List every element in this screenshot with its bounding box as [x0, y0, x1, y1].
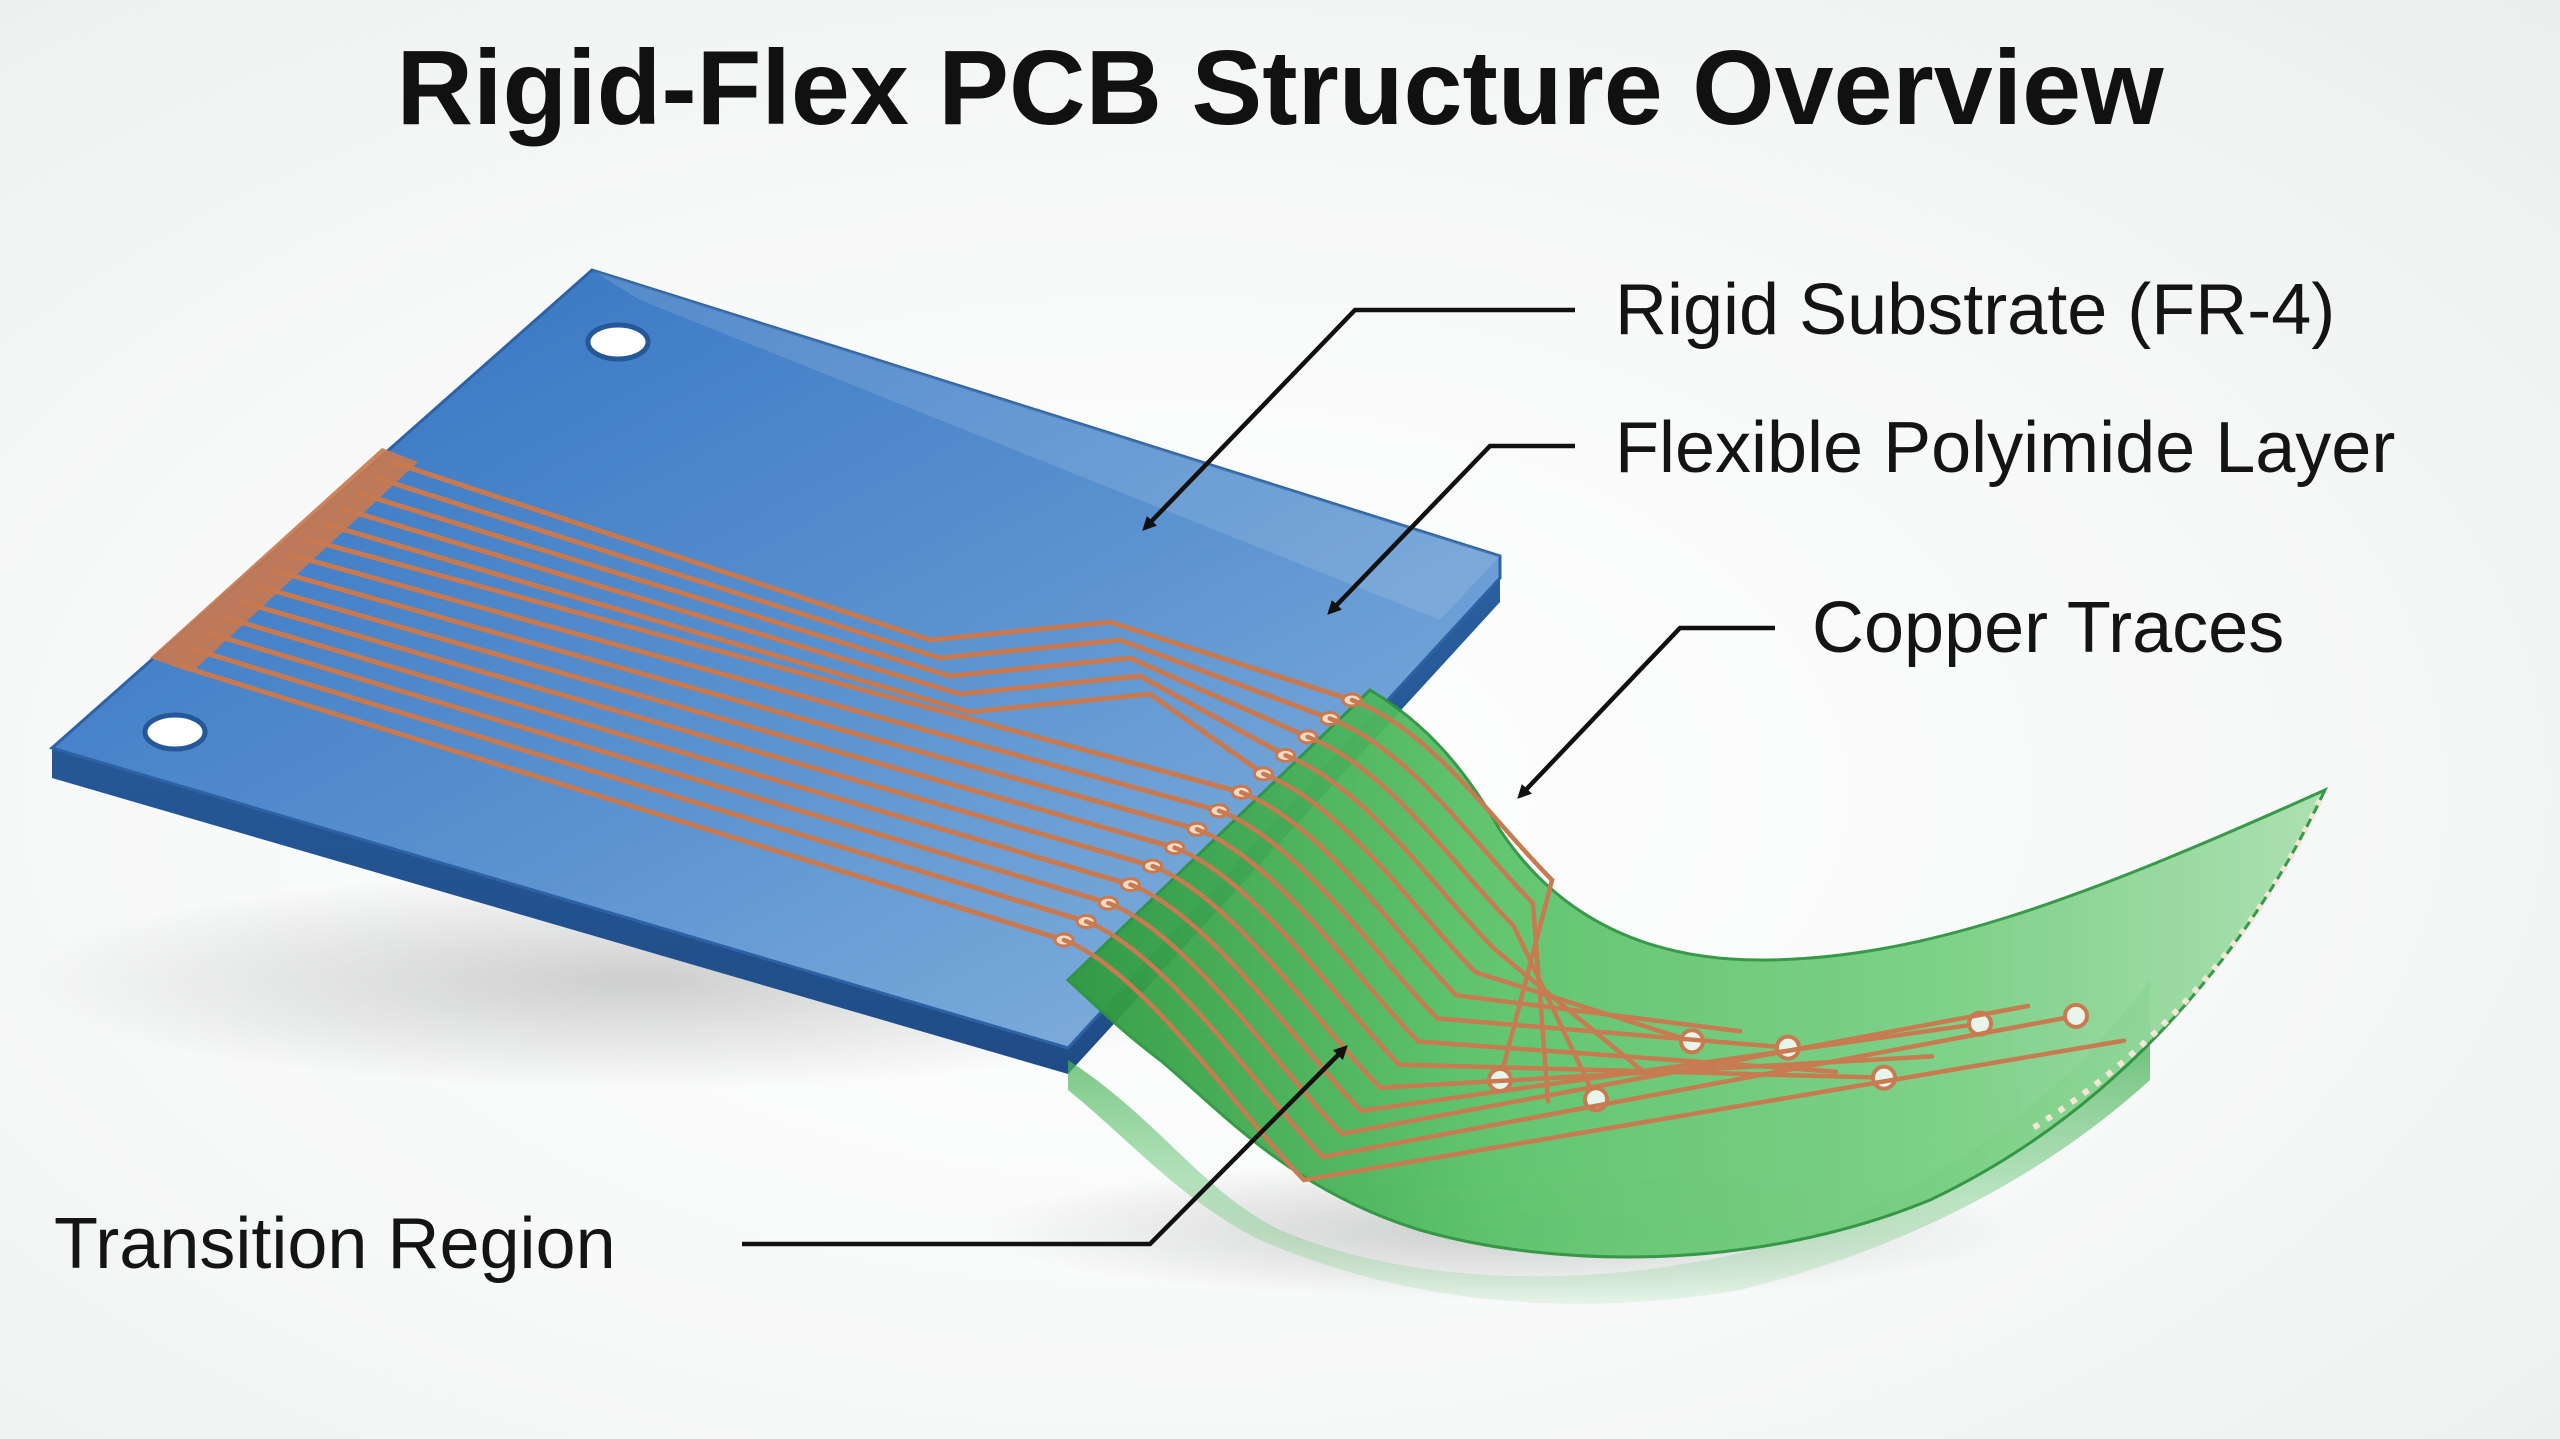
flex-copper-trace [1238, 790, 1743, 1034]
flex-copper-trace [1305, 734, 1599, 1102]
flex-copper-trace [1106, 900, 2031, 1137]
rigid-board-sheen [592, 270, 1500, 620]
flex-copper-traces [1061, 697, 2127, 1183]
flex-copper-trace [1172, 845, 1887, 1080]
rigid-substrate [48, 268, 1502, 1074]
flexible-polyimide-layer [1065, 688, 2329, 1304]
flex-copper-trace [1261, 771, 1695, 1044]
flex-copper-trace [1128, 882, 1983, 1114]
copper-trace [272, 568, 1200, 832]
callout-line-rigid [1142, 307, 1575, 531]
copper-trace [305, 537, 1244, 795]
flex-copper-trace [1061, 937, 2127, 1183]
mounting-hole-icon [585, 322, 651, 362]
copper-trace [288, 552, 1222, 814]
copper-trace [205, 630, 1111, 906]
callout-lines [742, 307, 1775, 1247]
flex-layer-surface [1065, 688, 2329, 1259]
copper-trace [389, 459, 1355, 703]
flex-layer-underside [1068, 980, 2150, 1304]
diagram-title: Rigid-Flex PCB Structure Overview [396, 29, 2164, 147]
rigid-copper-strip [150, 448, 418, 672]
copper-trace [171, 661, 1067, 943]
copper-trace [339, 506, 1289, 758]
callout-line-transition [742, 1045, 1348, 1247]
copper-trace [322, 521, 1266, 777]
flex-copper-trace [1349, 697, 1555, 1083]
label-copper-traces: Copper Traces [1812, 588, 2285, 668]
copper-trace [188, 645, 1089, 925]
copper-trace [221, 614, 1133, 888]
flex-copper-trace [1283, 753, 1647, 1075]
flex-copper-trace [1150, 863, 1935, 1090]
label-flexible-polyimide-layer: Flexible Polyimide Layer [1615, 408, 2396, 488]
flex-copper-trace [1216, 808, 1791, 1050]
flex-via-pad [1871, 1064, 1897, 1091]
mounting-hole-icon [142, 712, 208, 752]
label-rigid-substrate: Rigid Substrate (FR-4) [1615, 270, 2336, 350]
label-transition-region: Transition Region [54, 1204, 616, 1284]
copper-trace [355, 490, 1311, 740]
rigid-copper-traces [171, 459, 1363, 948]
rigid-board-edge [52, 578, 1500, 1074]
callout-line-copper [1517, 625, 1775, 799]
flex-via-pad [2063, 1002, 2089, 1029]
copper-trace [372, 475, 1333, 721]
flex-copper-trace [1194, 826, 1839, 1074]
flex-copper-trace [1083, 919, 2079, 1160]
copper-trace [238, 599, 1156, 869]
callout-line-flex [1327, 443, 1575, 615]
flex-copper-trace [1327, 716, 1551, 1104]
copper-trace [255, 583, 1178, 851]
